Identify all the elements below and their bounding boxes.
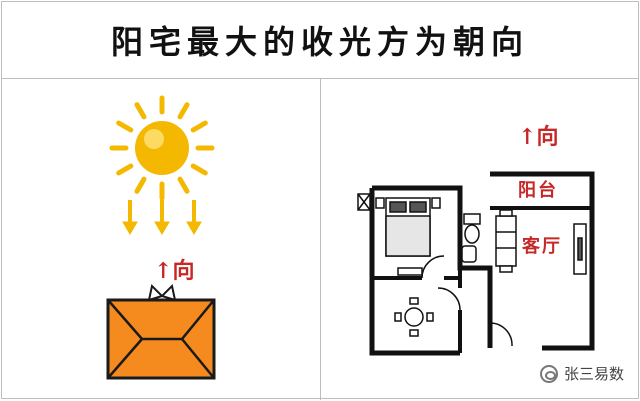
down-arrow-icon [122, 221, 138, 235]
wardrobe-icon [397, 267, 423, 276]
sun-ray [134, 102, 147, 120]
sun-ray [134, 176, 147, 194]
down-arrow-icon [154, 221, 170, 235]
bed-icon [375, 197, 441, 257]
sofa-icon [495, 209, 517, 273]
house-facing-direction: ↑向 [154, 258, 195, 284]
panel-divider [320, 78, 321, 400]
floor-plan-walls [369, 171, 595, 356]
sun-ray [190, 163, 208, 176]
room-label-balcony: 阳台 [518, 180, 558, 201]
sun-ray [116, 120, 134, 133]
sun-ray [116, 163, 134, 176]
toilet-icon [463, 213, 481, 244]
page-title: 阳宅最大的收光方为朝向 [110, 23, 529, 61]
room-label-living-room: 客厅 [522, 236, 562, 257]
tv-cabinet-icon [573, 223, 587, 275]
sun-icon [109, 95, 215, 201]
up-arrow-icon: ↑ [518, 124, 537, 150]
title-bar: 阳宅最大的收光方为朝向 [2, 2, 638, 79]
dining-table-icon [394, 297, 434, 337]
watermark-text: 张三易数 [563, 365, 624, 383]
sunlight-arrows [122, 200, 202, 235]
sun-ray [177, 102, 190, 120]
window-vent-icon [357, 193, 371, 211]
wechat-icon [539, 364, 558, 383]
sun-ray [190, 120, 208, 133]
floor-plan [357, 171, 595, 356]
house-icon [106, 283, 216, 380]
left-panel-illustration [106, 95, 216, 380]
watermark: 张三易数 [539, 363, 624, 384]
down-arrow-icon [186, 221, 202, 235]
washbasin-icon [461, 245, 477, 263]
sun-ray [177, 176, 190, 194]
plan-facing-direction: ↑向 [518, 124, 559, 150]
up-arrow-icon: ↑ [154, 258, 173, 284]
